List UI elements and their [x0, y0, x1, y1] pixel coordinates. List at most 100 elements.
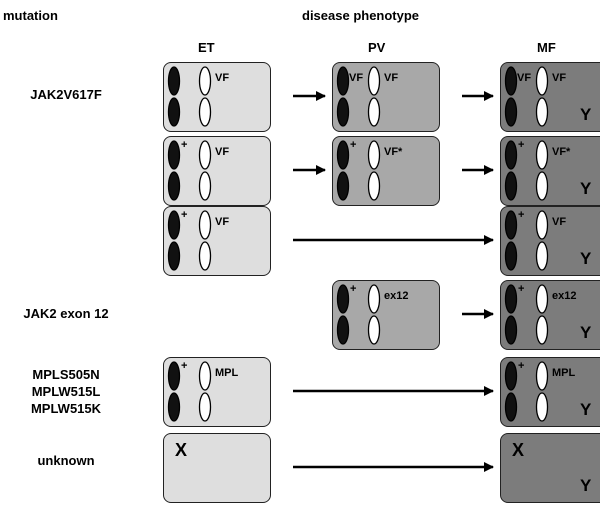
left-allele-label: + [518, 283, 525, 295]
y-chromosome-mark: Y [580, 105, 592, 124]
black-chromatid [336, 140, 350, 170]
chromosome-pair-icon [336, 140, 381, 201]
white-chromatid [367, 97, 381, 127]
left-allele-label: + [181, 139, 188, 151]
left-allele-label: + [518, 360, 525, 372]
unknown-mutation-mark: X [512, 440, 525, 460]
chromosome-pair-icon [504, 210, 549, 271]
mf-phenotype-box: + MPL Y [500, 357, 600, 427]
y-chromosome-mark: Y [580, 323, 592, 342]
black-chromatid [336, 97, 350, 127]
white-chromatid [198, 361, 212, 391]
left-allele-label: VF [517, 72, 532, 84]
black-chromatid [167, 392, 181, 422]
et-phenotype-box: X [163, 433, 271, 503]
chromosome-pair-icon [504, 66, 549, 127]
left-allele-label: + [350, 283, 357, 295]
right-allele-label: ex12 [552, 290, 577, 302]
y-chromosome-mark: Y [580, 179, 592, 198]
white-chromatid [535, 315, 549, 345]
disease-phenotype-header: disease phenotype [302, 8, 420, 23]
right-allele-label: VF [215, 216, 230, 228]
white-chromatid [198, 241, 212, 271]
left-allele-label: + [518, 139, 525, 151]
mutation-label: JAK2V617F [0, 86, 132, 103]
right-allele-label: MPL [552, 367, 576, 379]
chromosome-pair-icon [167, 210, 212, 271]
mutation-label: JAK2 exon 12 [0, 305, 132, 322]
black-chromatid [167, 171, 181, 201]
mutation-label-line: MPLW515K [30, 401, 102, 416]
pv-phenotype-box: + ex12 [332, 280, 440, 350]
chromosome-pair-icon [336, 66, 381, 127]
black-chromatid [336, 284, 350, 314]
right-allele-label: ex12 [384, 290, 409, 302]
left-allele-label: + [181, 209, 188, 221]
white-chromatid [535, 241, 549, 271]
white-chromatid [198, 140, 212, 170]
y-chromosome-mark: Y [580, 400, 592, 419]
mutation-label-line: JAK2V617F [30, 87, 102, 102]
black-chromatid [167, 97, 181, 127]
black-chromatid [336, 315, 350, 345]
black-chromatid [504, 284, 518, 314]
black-chromatid [336, 66, 350, 96]
white-chromatid [535, 66, 549, 96]
black-chromatid [504, 66, 518, 96]
white-chromatid [198, 97, 212, 127]
et-phenotype-box: + VF [163, 206, 271, 276]
y-chromosome-mark: Y [580, 476, 592, 495]
mutation-label: unknown [0, 452, 132, 469]
y-chromosome-mark: Y [580, 249, 592, 268]
black-chromatid [167, 241, 181, 271]
white-chromatid [535, 97, 549, 127]
white-chromatid [367, 315, 381, 345]
right-allele-label: MPL [215, 367, 239, 379]
right-allele-label: VF [215, 72, 230, 84]
black-chromatid [504, 315, 518, 345]
right-allele-label: VF [215, 146, 230, 158]
mutation-label-line: unknown [37, 453, 95, 468]
black-chromatid [504, 97, 518, 127]
mf-column-header: MF [537, 40, 556, 55]
black-chromatid [167, 210, 181, 240]
black-chromatid [504, 392, 518, 422]
white-chromatid [198, 66, 212, 96]
black-chromatid [504, 171, 518, 201]
right-allele-label: VF [552, 216, 567, 228]
white-chromatid [367, 140, 381, 170]
chromosome-pair-icon [504, 361, 549, 422]
chromosome-pair-icon [504, 140, 549, 201]
chromosome-pair-icon [167, 361, 212, 422]
left-allele-label: + [181, 360, 188, 372]
left-allele-label: VF [349, 72, 364, 84]
black-chromatid [504, 210, 518, 240]
et-phenotype-box: + VF [163, 136, 271, 206]
mutation-label-line: MPLS505N [32, 367, 100, 382]
white-chromatid [535, 284, 549, 314]
chromosome-pair-icon [504, 284, 549, 345]
white-chromatid [367, 284, 381, 314]
white-chromatid [535, 361, 549, 391]
pv-column-header: PV [368, 40, 386, 55]
mutation-header: mutation [3, 8, 58, 23]
et-phenotype-box: + MPL [163, 357, 271, 427]
black-chromatid [504, 361, 518, 391]
white-chromatid [535, 210, 549, 240]
mutation-label-line: JAK2 exon 12 [23, 306, 109, 321]
white-chromatid [198, 392, 212, 422]
chromosome-pair-icon [167, 140, 212, 201]
white-chromatid [198, 210, 212, 240]
white-chromatid [535, 392, 549, 422]
chromosome-pair-icon [336, 284, 381, 345]
white-chromatid [367, 171, 381, 201]
unknown-mutation-mark: X [175, 440, 188, 460]
et-column-header: ET [198, 40, 215, 55]
